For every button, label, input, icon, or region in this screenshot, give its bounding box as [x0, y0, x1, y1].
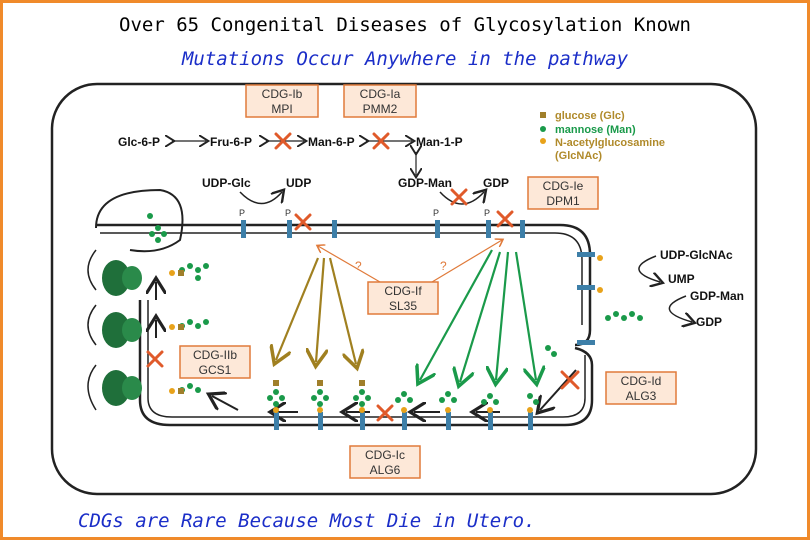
legend-mannose: mannose (Man)	[555, 124, 636, 136]
phosphate-label: P	[484, 208, 490, 218]
legend-glcnac: N-acetylglucosamine	[555, 137, 665, 149]
mannose-arrow	[496, 251, 510, 380]
disorder-gene: DPM1	[546, 194, 580, 208]
udp-glcnac-transfer-arrow	[638, 255, 660, 282]
mutation-x-icon	[372, 132, 390, 150]
udp-glc-label: UDP-Glc	[202, 176, 251, 190]
ribosome-complexes	[87, 249, 142, 411]
transfer-arrow	[212, 396, 239, 411]
er-membrane-inner	[100, 232, 586, 418]
disorder-box-cdg-iib: CDG-IIb GCS1	[179, 345, 251, 379]
phosphate-label: P	[433, 208, 439, 218]
mutation-x-icon	[376, 404, 394, 422]
legend-mannose-icon	[540, 126, 546, 132]
slide-title: Over 65 Congenital Diseases of Glycosyla…	[119, 14, 691, 36]
mannose-arrow	[460, 251, 502, 382]
disorder-name: CDG-IIb	[193, 348, 237, 362]
mutation-x-icon	[294, 213, 312, 231]
oligosaccharide-clusters	[147, 213, 643, 413]
disorder-name: CDG-Ic	[365, 448, 405, 462]
disorder-gene: MPI	[271, 102, 292, 116]
disorder-name: CDG-Ie	[543, 179, 584, 193]
legend-glcnac-icon	[540, 138, 546, 144]
disorder-name: CDG-If	[384, 284, 422, 298]
disorder-gene: SL35	[389, 299, 417, 313]
gdp-man-transfer-arrow	[439, 192, 484, 205]
cdg-if-arrow-left	[318, 246, 381, 283]
disorder-gene: ALG6	[370, 463, 401, 477]
mutation-x-icon	[496, 210, 514, 228]
mannose-arrow	[514, 251, 536, 380]
disorder-gene: GCS1	[199, 363, 232, 377]
disorder-box-cdg-ib: CDG-Ib MPI	[245, 84, 319, 118]
legend-glucose: glucose (Glc)	[555, 110, 625, 122]
disorder-gene: PMM2	[363, 102, 398, 116]
unknown-mark: ?	[355, 259, 362, 273]
legend-glucose-icon	[540, 112, 546, 118]
slide-subtitle: Mutations Occur Anywhere in the pathway	[181, 48, 629, 70]
disorder-box-cdg-ic: CDG-Ic ALG6	[349, 445, 421, 479]
disorder-gene: ALG3	[626, 389, 657, 403]
udp-glcnac-label: UDP-GlcNAc	[660, 248, 733, 262]
glucose-arrow	[276, 257, 320, 360]
disorder-name: CDG-Ia	[360, 87, 401, 101]
man6p-label: Man-6-P	[308, 135, 355, 149]
udp-label: UDP	[286, 176, 311, 190]
mutation-marks	[146, 132, 580, 422]
assembly-arrow	[540, 369, 577, 410]
cell-membrane	[50, 82, 758, 496]
unknown-mark: ?	[440, 259, 447, 273]
glucose-arrow	[316, 257, 324, 362]
dolichol-anchors	[241, 220, 595, 430]
mutation-x-icon	[274, 132, 292, 150]
disorder-box-cdg-ia: CDG-Ia PMM2	[343, 84, 417, 118]
mutation-x-icon	[146, 350, 164, 368]
legend-glcnac-abbr: (GlcNAc)	[555, 150, 602, 162]
gdp-man-label-2: GDP-Man	[690, 289, 744, 303]
disorder-name: CDG-Id	[621, 374, 662, 388]
gdp-man-label: GDP-Man	[398, 176, 452, 190]
footer-caption: CDGs are Rare Because Most Die in Utero.	[78, 510, 536, 532]
fru6p-label: Fru-6-P	[210, 135, 252, 149]
mutation-x-icon	[450, 188, 468, 206]
cdg-if-arrow-right	[431, 240, 502, 283]
gdp-label: GDP	[483, 176, 509, 190]
membrane-loop	[95, 188, 184, 253]
disorder-box-cdg-if: CDG-If SL35	[367, 281, 439, 315]
phosphate-label: P	[239, 208, 245, 218]
ump-label: UMP	[668, 272, 695, 286]
glucose-arrow	[328, 257, 356, 364]
disorder-box-cdg-id: CDG-Id ALG3	[605, 371, 677, 405]
phosphate-label: P	[285, 208, 291, 218]
gdp-man-transfer-arrow-2	[668, 295, 692, 322]
man1p-label: Man-1-P	[416, 135, 463, 149]
mutation-x-icon	[560, 370, 580, 390]
disorder-box-cdg-ie: CDG-Ie DPM1	[527, 176, 599, 210]
disorder-name: CDG-Ib	[262, 87, 303, 101]
gdp-label-2: GDP	[696, 315, 722, 329]
glc6p-label: Glc-6-P	[118, 135, 160, 149]
mannose-arrow	[420, 249, 493, 380]
udp-glc-transfer-arrow	[239, 192, 282, 205]
